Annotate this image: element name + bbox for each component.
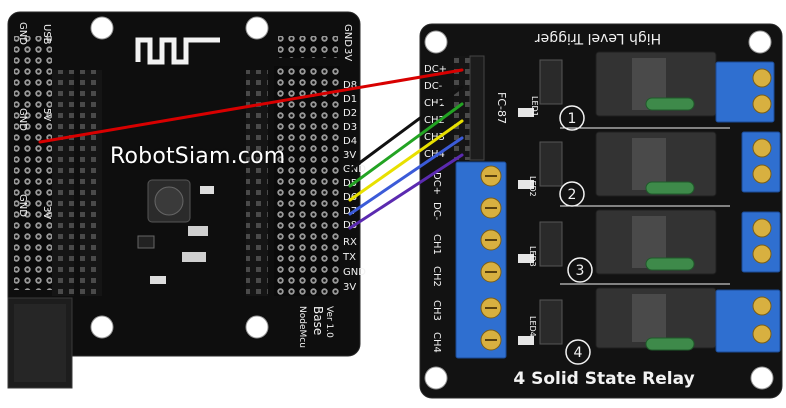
relay-channel-2: 2 LED2 [518, 131, 781, 207]
label-d8: D8 [343, 220, 357, 231]
relay-channel-1: 1 LED1 [518, 51, 775, 131]
relay-board: High Level Trigger DC+ DC- CH1 CH2 CH3 C… [419, 23, 783, 399]
label-tx: TX [342, 252, 356, 263]
terminal-label-ch1: CH1 [431, 234, 442, 255]
wire-red [38, 68, 464, 144]
input-label-dc-plus: DC+ [424, 64, 447, 75]
label-3v-top-right: 3V [342, 48, 353, 61]
label-5v-upper: 5V [41, 108, 52, 121]
label-d3: D3 [343, 122, 357, 133]
label-gnd-mid-right: GND [343, 164, 366, 175]
label-gnd-bottom-right: GND [343, 267, 366, 278]
label-d0: D8 [343, 80, 357, 91]
input-label-dc-minus: DC- [424, 81, 443, 92]
led-label-4: LED4 [528, 316, 537, 337]
wire-yellow [348, 119, 464, 202]
terminal-label-dc-minus: DC- [431, 202, 442, 221]
led-label-3: LED3 [528, 246, 537, 267]
label-rx: RX [343, 237, 357, 248]
watermark-text: RobotSiam.com [110, 144, 286, 169]
label-d2: D2 [343, 108, 357, 119]
label-d5: D5 [343, 178, 357, 189]
channel-number-3: 3 [576, 263, 585, 279]
label-3v-mid: 3V [343, 150, 356, 161]
relay-channel-3: 3 LED3 [518, 209, 781, 283]
left-female-header [52, 70, 74, 296]
input-label-ch2: CH2 [424, 115, 445, 126]
wires [38, 68, 464, 230]
terminal-label-dc-plus: DC+ [431, 172, 442, 195]
label-gnd-lower: GND [17, 194, 28, 217]
label-d7: D7 [343, 206, 357, 217]
nodemcu-label: NodeMcu [297, 306, 307, 348]
terminal-label-ch4: CH4 [431, 332, 442, 353]
relay-board-title: 4 Solid State Relay [513, 369, 694, 389]
terminal-label-ch2: CH2 [431, 266, 442, 287]
label-gnd-mid: GND [17, 108, 28, 131]
wire-green [348, 102, 464, 188]
relay-top-text: High Level Trigger [535, 30, 662, 46]
base-label: Base [311, 306, 325, 335]
left-pin-header [14, 36, 52, 290]
version-label: Ver 1.0 [324, 306, 334, 338]
terminal-block-left [455, 161, 507, 359]
label-usb: USB [41, 24, 52, 45]
left-female-header-2 [80, 70, 102, 296]
input-label-ch3: CH3 [424, 132, 445, 143]
part-label: FC-87 [495, 92, 508, 124]
label-d1: D1 [343, 94, 357, 105]
label-d6: D6 [343, 192, 357, 203]
led-label-2: LED2 [528, 176, 537, 197]
channel-number-1: 1 [568, 111, 577, 127]
wire-blue [348, 136, 464, 216]
channel-number-4: 4 [574, 345, 583, 361]
label-d4: D4 [343, 136, 357, 147]
label-3v-bottom-right: 3V [343, 282, 356, 293]
channel-number-2: 2 [568, 187, 577, 203]
nodemcu-base-board: GND USB 5V GND GND 3V GND 3V D8 D1 D2 D3… [7, 11, 366, 389]
terminal-label-ch3: CH3 [431, 300, 442, 321]
input-label-ch1: CH1 [424, 98, 445, 109]
wire-black [348, 85, 464, 172]
label-gnd-top-right: GND [342, 24, 353, 47]
input-label-ch4: CH4 [424, 149, 445, 160]
relay-input-header [454, 56, 470, 160]
label-3v-lower: 3V [41, 206, 52, 219]
wire-purple [348, 153, 464, 230]
relay-channel-4: 4 LED4 [518, 287, 781, 365]
label-gnd-top-left: GND [17, 22, 28, 45]
led-label-1: LED1 [530, 96, 539, 117]
right-pin-header [274, 66, 340, 296]
right-female-header [246, 70, 268, 296]
top-pin-header [278, 36, 338, 58]
